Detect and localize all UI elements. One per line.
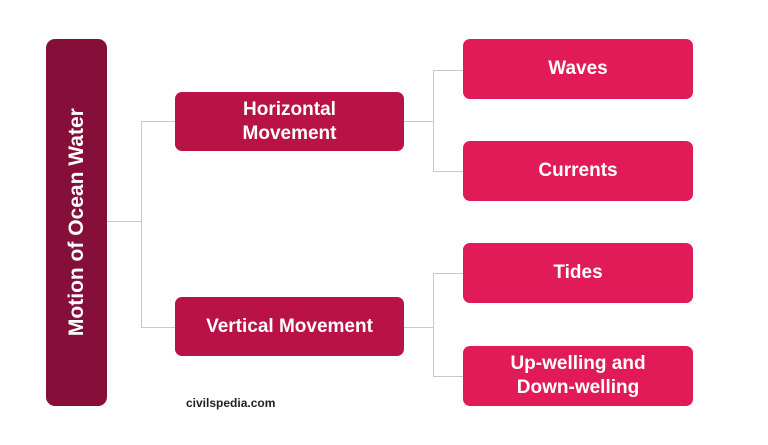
connector [107, 221, 142, 222]
connector [141, 121, 176, 122]
tides-node: Tides [463, 243, 693, 303]
connector [403, 121, 434, 122]
connector [433, 273, 434, 376]
connector [433, 273, 463, 274]
root-node: Motion of Ocean Water [46, 39, 107, 406]
connector [433, 70, 434, 172]
vertical-movement-node: Vertical Movement [175, 297, 404, 356]
connector [433, 376, 463, 377]
upwelling-downwelling-node: Up-welling and Down-welling [463, 346, 693, 406]
connector [141, 327, 176, 328]
horizontal-movement-node: Horizontal Movement [175, 92, 404, 151]
currents-node: Currents [463, 141, 693, 201]
watermark: civilspedia.com [186, 396, 276, 410]
connector [403, 327, 434, 328]
root-label: Motion of Ocean Water [64, 108, 88, 337]
connector [433, 171, 463, 172]
connector [141, 121, 142, 327]
connector [433, 70, 463, 71]
waves-node: Waves [463, 39, 693, 99]
